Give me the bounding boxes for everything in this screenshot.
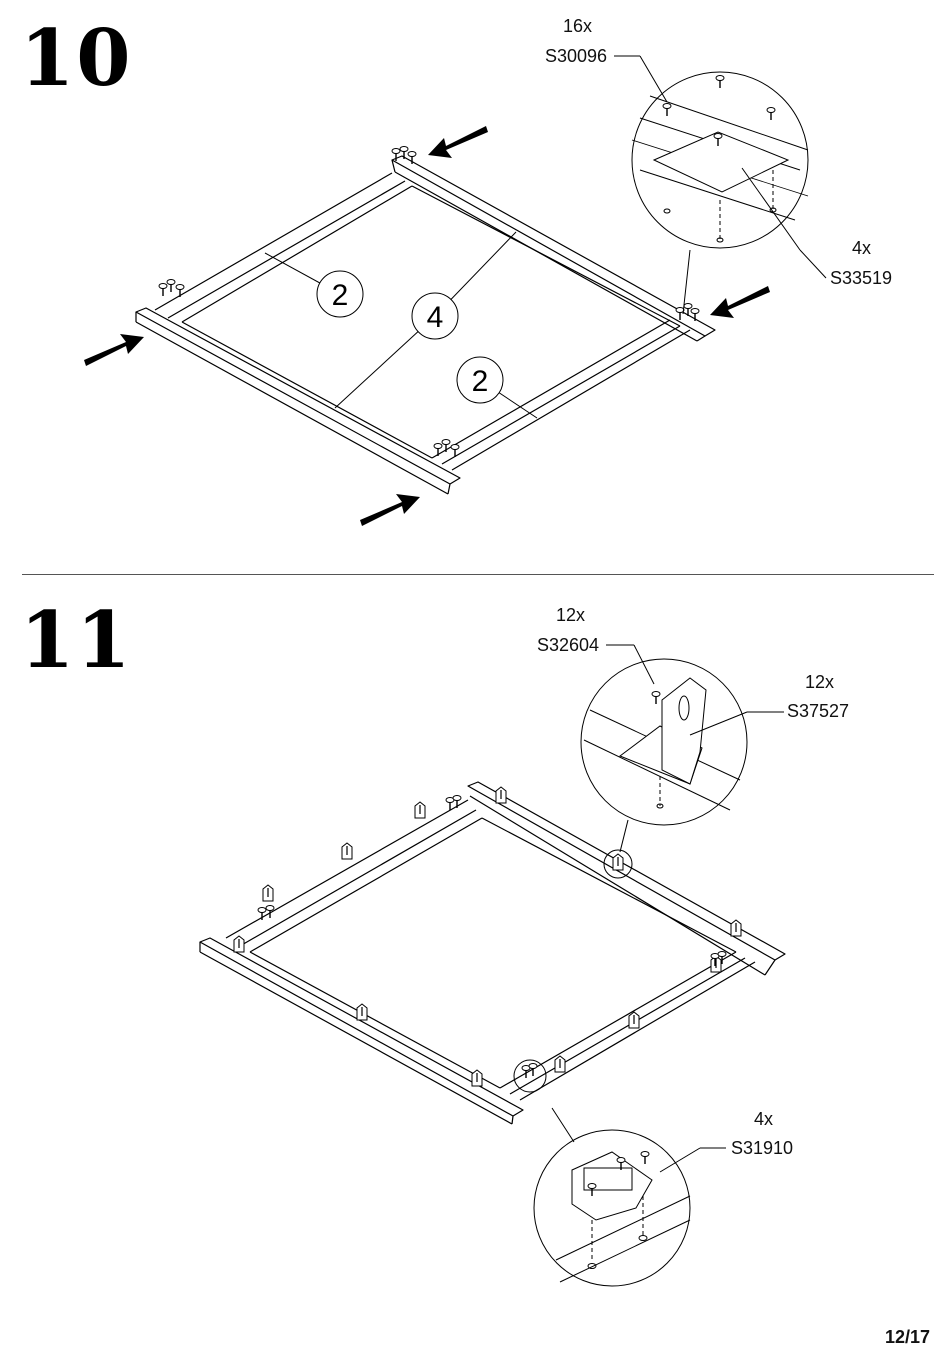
callout-2-left: 2 — [332, 279, 349, 312]
part-code-s32604: S32604 — [537, 635, 600, 655]
section-divider — [22, 574, 934, 575]
part-code-s31910: S31910 — [731, 1138, 794, 1158]
detail-circle-bracket — [580, 644, 784, 879]
insert-arrows — [84, 126, 770, 526]
part-code-s30096: S30096 — [545, 46, 608, 66]
step-11-brackets — [233, 786, 742, 1087]
detail-circle-connector — [513, 1059, 726, 1287]
page-number: 12/17 — [884, 1327, 930, 1347]
step-11-number: 11 — [20, 595, 133, 686]
part-qty-s37527: 12x — [805, 672, 835, 692]
step-10-number: 10 — [20, 13, 133, 104]
part-qty-s32604: 12x — [556, 605, 586, 625]
step-11-frame — [199, 781, 786, 1125]
callout-4: 4 — [427, 301, 444, 334]
part-qty-s30096: 16x — [563, 16, 593, 36]
part-code-s33519: S33519 — [830, 268, 893, 288]
step-11-connectors — [257, 794, 727, 1079]
detail-circle-corner-plate — [614, 55, 827, 315]
part-qty-s33519: 4x — [852, 238, 872, 258]
callout-2-right: 2 — [472, 365, 489, 398]
part-callouts — [264, 231, 538, 419]
part-code-s37527: S37527 — [787, 701, 850, 721]
part-qty-s31910: 4x — [754, 1109, 774, 1129]
step-10-frame — [135, 155, 716, 495]
